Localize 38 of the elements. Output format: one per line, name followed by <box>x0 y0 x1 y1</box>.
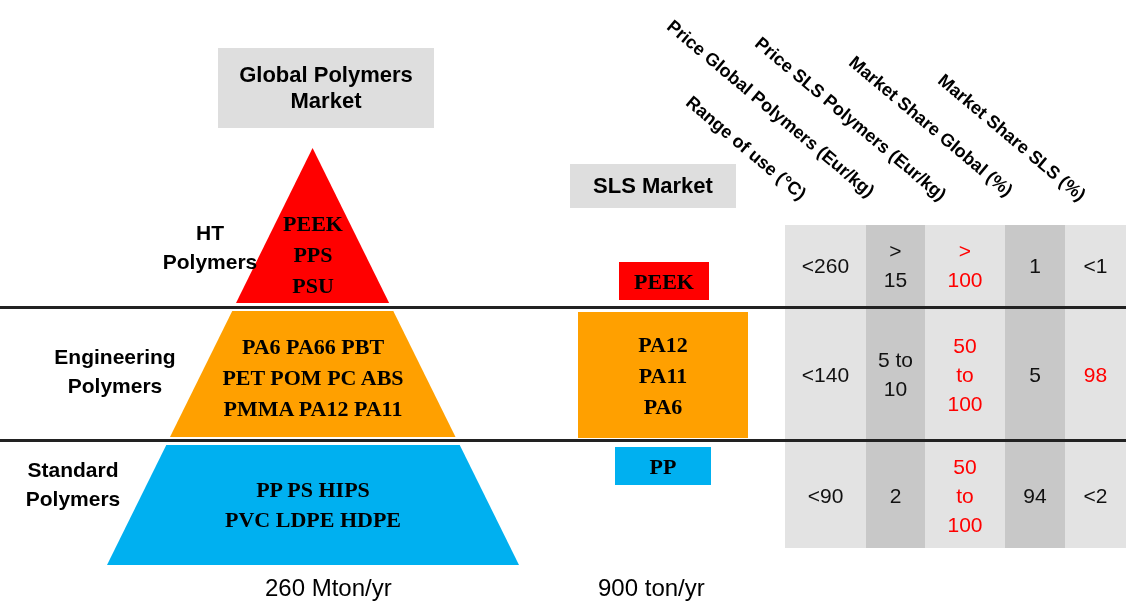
polymer-list: PEEK <box>283 208 343 239</box>
table-cell-text: <140 <box>800 361 851 388</box>
polymer-list: PA6 PA66 PBT <box>241 331 385 362</box>
polymer-list: PVC LDPE HDPE <box>225 505 401 535</box>
polymer-name: PA11 <box>638 361 688 390</box>
title-box: SLS Market <box>570 164 736 208</box>
title-box: Global Polymers Market <box>218 48 434 128</box>
table-cell-text: > 15 <box>882 238 909 293</box>
material-box <box>615 447 711 485</box>
polymer-name: PA12 <box>638 330 688 359</box>
table-cell-text: <90 <box>806 482 845 509</box>
table-cell-text: 94 <box>1022 482 1048 509</box>
table-cell-text: 50 to 100 <box>946 332 984 417</box>
table-cell-text: 5 to 10 <box>877 347 914 402</box>
volume-label: 900 ton/yr <box>598 574 705 602</box>
table-cell-text: <1 <box>1082 252 1109 279</box>
polymer-name: PEEK <box>634 267 694 296</box>
table-cell-text: 5 <box>1028 361 1042 388</box>
polymer-list: PPS <box>293 239 333 270</box>
polymer-list: PET POM PC ABS <box>222 362 404 393</box>
volume-label: 260 Mton/yr <box>265 574 392 602</box>
table-cell-text: 1 <box>1028 252 1042 279</box>
material-box <box>619 262 709 300</box>
table-cell-text: 2 <box>888 482 903 509</box>
polymer-name: PA6 <box>643 392 683 421</box>
polymer-list: PSU <box>292 270 334 301</box>
row-label: HT Polymers <box>161 220 259 275</box>
table-cell-text: <260 <box>800 252 851 279</box>
polymer-name: PP <box>649 452 677 481</box>
material-box <box>578 312 748 438</box>
polymer-list: PMMA PA12 PA11 <box>223 393 403 424</box>
table-cell-text: 98 <box>1082 361 1109 388</box>
row-label: Standard Polymers <box>24 457 122 512</box>
table-cell-text: 50 to 100 <box>946 453 984 538</box>
table-cell-text: > 100 <box>946 238 984 293</box>
table-cell-text: <2 <box>1082 482 1109 509</box>
row-label: Engineering Polymers <box>53 344 177 399</box>
polymer-list: PP PS HIPS <box>256 475 370 505</box>
